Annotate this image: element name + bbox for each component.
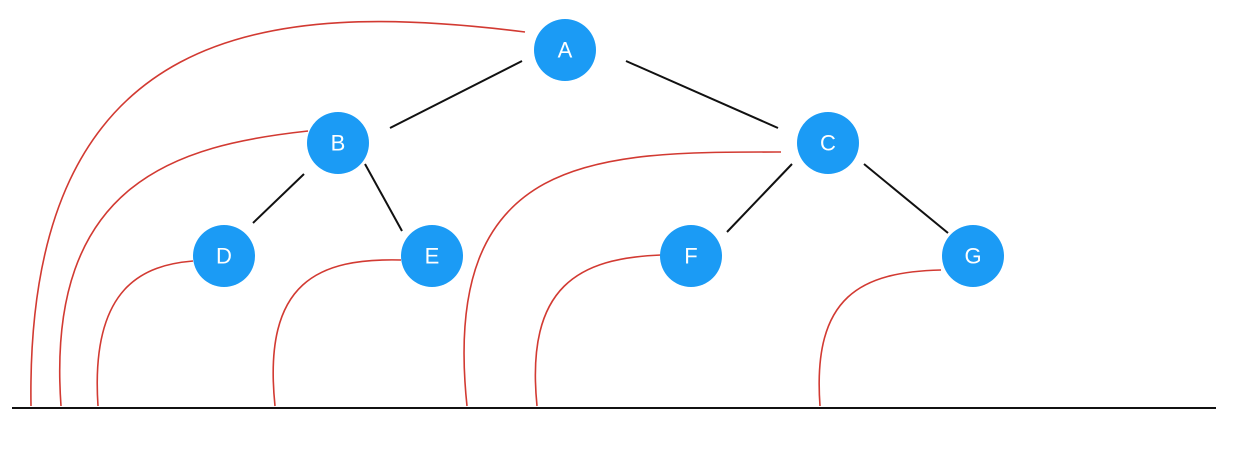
edge-C-G [863, 163, 949, 234]
projection-curve-A [30, 20, 526, 407]
projection-curve-G [818, 269, 942, 407]
node-E-label: E [425, 244, 440, 269]
projection-curves [30, 20, 942, 407]
node-A: A [534, 19, 596, 81]
node-G-label: G [964, 244, 981, 269]
node-C-label: C [820, 131, 836, 156]
edge-A-B [389, 60, 523, 129]
edge-C-F [726, 163, 793, 233]
node-A-label: A [558, 38, 573, 63]
node-F-label: F [684, 244, 697, 269]
node-C: C [797, 112, 859, 174]
node-E: E [401, 225, 463, 287]
node-E-circle [401, 225, 463, 287]
tree-nodes: A B C D E F G [193, 19, 1004, 287]
node-B-label: B [331, 131, 346, 156]
edge-B-D [252, 173, 305, 224]
node-B: B [307, 112, 369, 174]
node-C-circle [797, 112, 859, 174]
node-G-circle [942, 225, 1004, 287]
node-D-label: D [216, 244, 232, 269]
node-D: D [193, 225, 255, 287]
projection-curve-F [534, 254, 662, 407]
projection-curve-C [463, 151, 782, 407]
node-D-circle [193, 225, 255, 287]
projection-curve-E [272, 259, 402, 407]
edge-B-E [364, 163, 403, 232]
node-B-circle [307, 112, 369, 174]
node-F: F [660, 225, 722, 287]
node-A-circle [534, 19, 596, 81]
projection-curve-D [96, 260, 194, 407]
edge-A-C [625, 60, 779, 129]
node-G: G [942, 225, 1004, 287]
tree-edges [252, 60, 949, 234]
projection-curve-B [58, 130, 309, 407]
node-F-circle [660, 225, 722, 287]
